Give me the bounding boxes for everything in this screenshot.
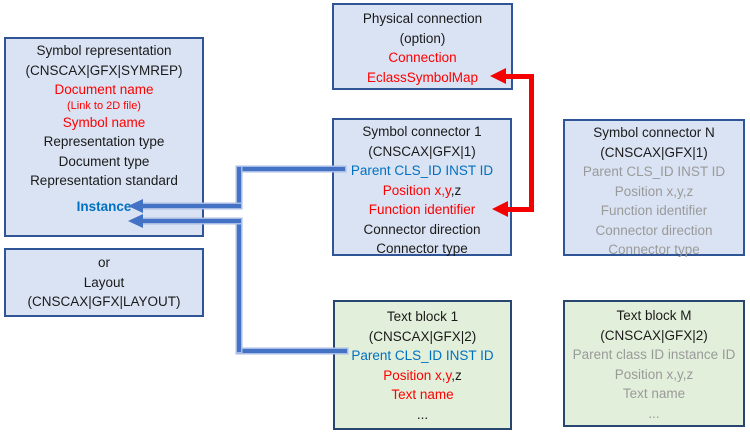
field-ellipsis: ... (648, 405, 660, 421)
field-document-type: Document type (58, 153, 150, 169)
field-parent-cls-id: Parent CLS_ID INST ID (351, 348, 494, 363)
box-symbol-connector-1: Symbol connector 1 (CNSCAX|GFX|1) Parent… (332, 118, 512, 256)
box-physical-connection: Physical connection (option) Connection … (332, 3, 513, 90)
field-connector-direction: Connector direction (595, 222, 713, 238)
field-connector-type: Connector type (608, 242, 700, 257)
arrowhead-to-function-identifier-icon (492, 201, 508, 217)
field-position-red-part: Position x,y (382, 182, 451, 198)
field-position-black-part: ,z (450, 182, 462, 198)
field-function-identifier: Function identifier (368, 202, 476, 217)
box-subtitle-class-path: (CNSCAX|GFX|1) (368, 143, 476, 159)
field-representation-type: Representation type (43, 134, 165, 149)
box-title: Text block M (616, 308, 692, 323)
arrowhead-to-instance-icon (128, 199, 143, 213)
connector-textblock1-h-segment-2 (142, 219, 241, 223)
field-instance: Instance (76, 198, 132, 214)
box-title: Text block 1 (386, 309, 459, 324)
label-option: (option) (399, 30, 446, 46)
connector-textblock1-h-segment (237, 349, 347, 353)
field-position-red-part: Position x,y (383, 367, 452, 383)
field-ellipsis: ... (416, 406, 429, 422)
field-text-name: Text name (391, 387, 454, 402)
field-text-name: Text name (622, 386, 686, 401)
connector-symcon1-v-segment (237, 167, 241, 208)
connector-red-h-segment-top (504, 74, 534, 79)
box-title: Physical connection (362, 11, 483, 26)
box-subtitle-class-path: (CNSCAX|GFX|SYMREP) (25, 62, 183, 78)
label-or: or (97, 255, 110, 270)
box-title: Symbol connector N (593, 125, 715, 140)
field-parent-cls-id: Parent CLS_ID INST ID (350, 163, 494, 178)
field-link-to-2d-file: (Link to 2D file) (67, 99, 141, 112)
box-subtitle-class-path: (CNSCAX|GFX|2) (600, 327, 708, 343)
box-subtitle-class-path: (CNSCAX|GFX|LAYOUT) (27, 294, 181, 309)
box-subtitle-class-path: (CNSCAX|GFX|2) (368, 328, 477, 344)
field-position: Position x,y,z (383, 366, 462, 386)
connector-red-v-segment (529, 74, 534, 212)
field-parent-class-id: Parent class ID instance ID (572, 347, 736, 362)
field-representation-standard: Representation standard (30, 173, 178, 188)
field-position: Position x,y,z (614, 366, 694, 382)
box-title: Symbol representation (36, 43, 172, 58)
field-function-identifier: Function identifier (600, 203, 708, 218)
field-parent-cls-id: Parent CLS_ID INST ID (582, 164, 726, 179)
field-symbol-name: Symbol name (62, 114, 146, 130)
field-position-black-part: ,z (451, 367, 462, 383)
field-position: Position x,y,z (383, 181, 462, 201)
field-connector-direction: Connector direction (363, 221, 481, 237)
connector-red-h-segment-bottom (506, 207, 534, 212)
box-text-block-m: Text block M (CNSCAX|GFX|2) Parent class… (563, 300, 745, 427)
box-layout: or Layout (CNSCAX|GFX|LAYOUT) (4, 248, 204, 317)
field-connector-type: Connector type (376, 241, 468, 256)
field-document-name: Document name (54, 82, 154, 97)
connector-symcon1-h-segment (238, 167, 345, 171)
connector-symcon1-h-segment-2 (142, 204, 241, 208)
arrowhead-to-instance-2-icon (128, 214, 143, 228)
box-text-block-1: Text block 1 (CNSCAX|GFX|2) Parent CLS_I… (333, 300, 512, 430)
box-title: Symbol connector 1 (362, 124, 482, 139)
connector-textblock1-v-segment (237, 219, 241, 352)
field-eclasssymbolmap: EclassSymbolMap (366, 69, 479, 85)
box-subtitle-class-path: (CNSCAX|GFX|1) (600, 144, 708, 160)
box-symbol-connector-n: Symbol connector N (CNSCAX|GFX|1) Parent… (563, 119, 745, 257)
box-title: Layout (83, 274, 125, 290)
arrowhead-to-eclasssymbolmap-icon (490, 68, 506, 84)
box-symbol-representation: Symbol representation (CNSCAX|GFX|SYMREP… (4, 37, 204, 237)
field-position: Position x,y,z (614, 183, 694, 199)
field-connection: Connection (388, 50, 457, 65)
